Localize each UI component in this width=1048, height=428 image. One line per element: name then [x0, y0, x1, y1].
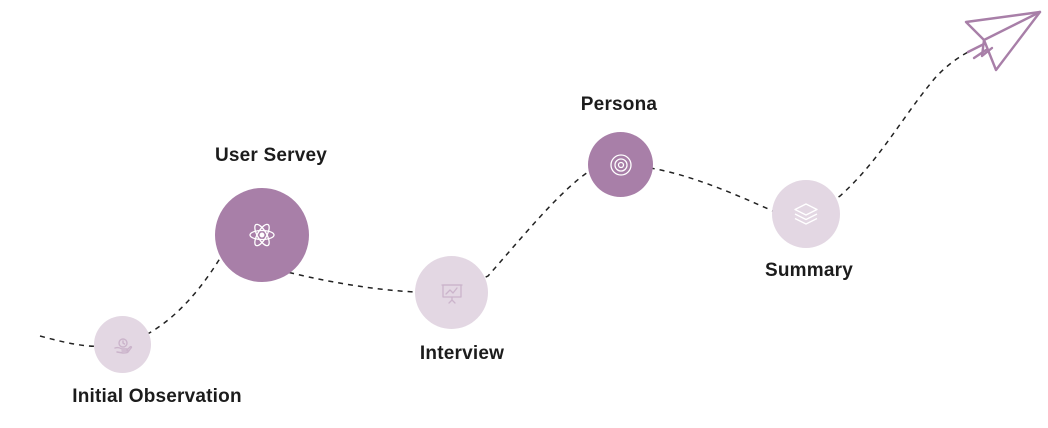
- step-node-user-servey: [215, 188, 309, 282]
- hand-coin-icon: [113, 337, 132, 354]
- step-label-initial-observation: Initial Observation: [72, 386, 242, 407]
- step-node-initial-observation: [94, 316, 151, 373]
- step-label-summary: Summary: [765, 260, 853, 281]
- paper-plane-icon: [964, 10, 1042, 72]
- target-icon: [609, 153, 632, 176]
- layers-icon: [794, 203, 818, 225]
- journey-curve: [39, 49, 973, 348]
- step-label-interview: Interview: [419, 343, 505, 364]
- step-node-summary: [772, 180, 840, 248]
- step-label-persona: Persona: [580, 94, 658, 115]
- step-label-user-servey: User Servey: [214, 145, 328, 166]
- step-node-persona: [588, 132, 653, 197]
- presentation-board-icon: [440, 283, 463, 304]
- step-node-interview: [415, 256, 488, 329]
- atom-icon: [249, 223, 275, 247]
